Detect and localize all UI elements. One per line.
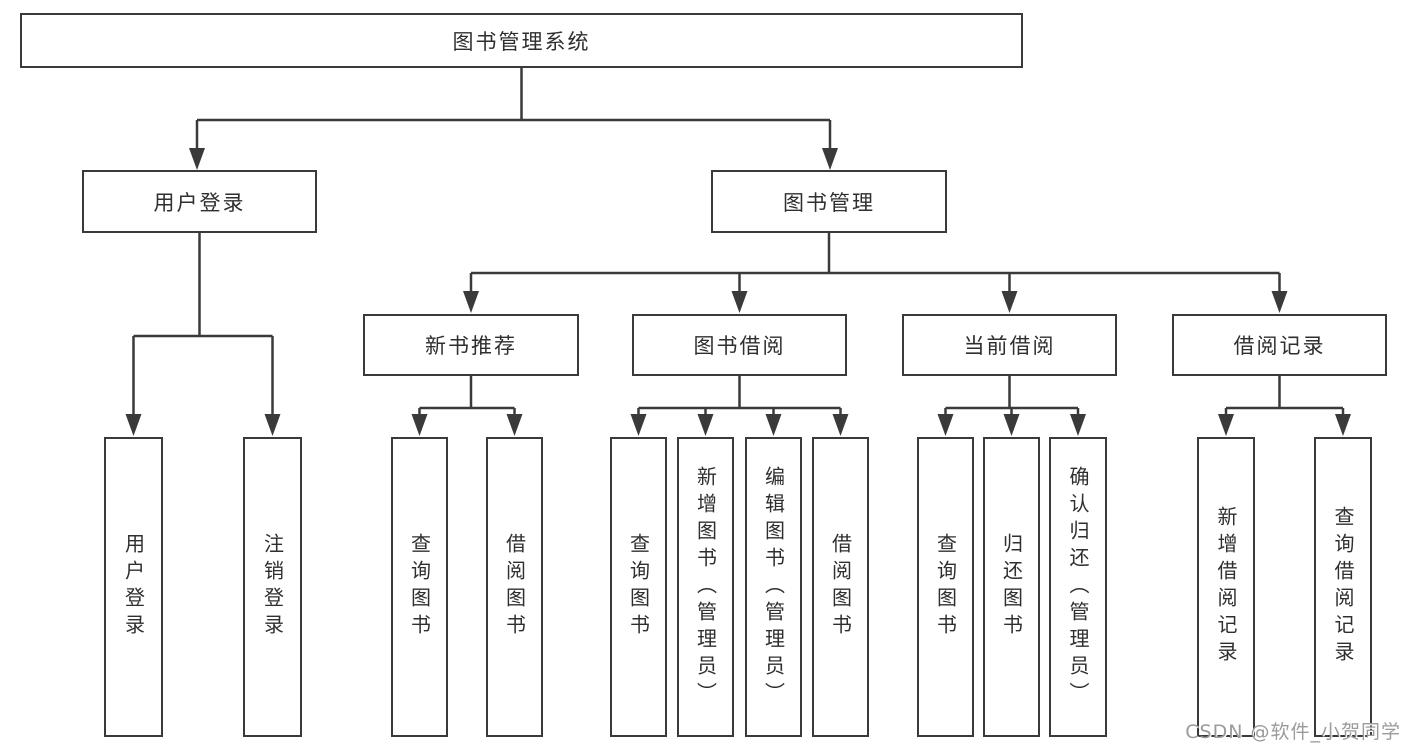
leaf-label: 新增图书（管理员） [693,465,718,709]
leaf-borrowing-query-books: 查询图书 [610,437,667,737]
connector-book-management [463,233,1288,313]
connector-borrow-records [1218,376,1351,436]
leaf-recommend-borrow-books: 借阅图书 [486,437,543,737]
leaf-label: 借阅图书 [828,533,853,641]
node-label: 图书管理 [783,190,875,215]
leaf-label: 用户登录 [121,533,146,641]
leaf-label: 归还图书 [999,533,1024,641]
connector-current-borrowing [937,376,1086,436]
node-user-login: 用户登录 [82,170,317,233]
leaf-borrowing-add-books-admin: 新增图书（管理员） [677,437,734,737]
node-new-book-recommend: 新书推荐 [363,314,579,376]
connector-root [189,68,838,170]
node-book-management: 图书管理 [711,170,947,233]
node-label: 用户登录 [153,190,246,215]
node-label: 借阅记录 [1233,334,1326,358]
node-label: 图书借阅 [693,334,786,358]
leaf-records-query-borrow-record: 查询借阅记录 [1314,437,1372,737]
node-library-system: 图书管理系统 [20,13,1023,68]
leaf-borrowing-borrow-books: 借阅图书 [812,437,869,737]
leaf-label: 新增借阅记录 [1214,506,1238,668]
leaf-label: 查询图书 [626,533,651,641]
leaf-label: 借阅图书 [502,533,527,641]
leaf-recommend-query-books: 查询图书 [391,437,448,737]
connector-user-login [125,233,281,436]
leaf-logout: 注销登录 [243,437,302,737]
node-book-borrowing: 图书借阅 [632,314,847,376]
leaf-label: 确认归还（管理员） [1066,465,1090,709]
leaf-label: 查询借阅记录 [1331,506,1355,668]
leaf-records-add-borrow-record: 新增借阅记录 [1197,437,1255,737]
leaf-label: 查询图书 [933,533,958,641]
node-label: 新书推荐 [425,334,517,358]
leaf-current-confirm-return-admin: 确认归还（管理员） [1049,437,1107,737]
node-label: 图书管理系统 [452,29,591,54]
node-borrow-records: 借阅记录 [1172,314,1387,376]
leaf-label: 注销登录 [260,533,285,641]
leaf-label: 查询图书 [407,533,432,641]
connector-new-book-recommend [411,376,523,436]
watermark: CSDN @软件_小贺同学 [1185,721,1401,743]
leaf-borrowing-edit-books-admin: 编辑图书（管理员） [745,437,802,737]
node-current-borrowing: 当前借阅 [902,314,1117,376]
leaf-current-return-books: 归还图书 [983,437,1040,737]
leaf-user-login: 用户登录 [104,437,163,737]
leaf-current-query-books: 查询图书 [917,437,974,737]
connector-book-borrowing [630,376,849,436]
node-label: 当前借阅 [963,334,1056,358]
leaf-label: 编辑图书（管理员） [761,465,786,709]
